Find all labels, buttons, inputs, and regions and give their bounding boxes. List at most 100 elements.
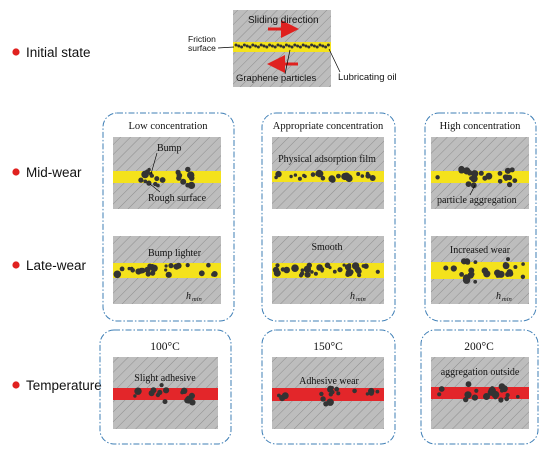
lubricant-film xyxy=(431,387,529,399)
hmin-appropriate-label: h min xyxy=(350,291,366,303)
hmin-high-label: h min xyxy=(496,291,512,303)
particle xyxy=(470,182,477,189)
particle xyxy=(505,393,510,398)
particle xyxy=(280,267,286,272)
graphene-particle xyxy=(293,43,297,47)
particle xyxy=(347,263,352,268)
low-concentration-frame xyxy=(102,112,235,322)
particle xyxy=(313,271,318,276)
graphene-particle xyxy=(237,44,241,48)
particle xyxy=(337,267,343,273)
particle xyxy=(352,388,357,394)
particle xyxy=(500,388,504,393)
particle xyxy=(464,391,472,399)
particle xyxy=(289,174,293,179)
svg-text:min: min xyxy=(356,296,366,303)
particle xyxy=(467,272,474,279)
particle xyxy=(300,268,305,273)
particle xyxy=(154,176,160,182)
particle xyxy=(450,265,457,272)
particle xyxy=(165,271,172,278)
graphene-particle xyxy=(276,43,280,47)
mid-low-panel xyxy=(113,137,221,209)
stage-late-label: Late-wear xyxy=(26,258,87,273)
temp-150-panel xyxy=(272,357,384,429)
particle xyxy=(316,170,324,178)
particle xyxy=(298,273,304,278)
bullet-icon xyxy=(12,48,20,56)
pointer-line xyxy=(150,152,158,175)
particle xyxy=(491,390,500,399)
svg-text:min: min xyxy=(502,296,512,303)
svg-text:h: h xyxy=(186,291,191,302)
bullet-icon xyxy=(12,381,20,389)
graphene-particle xyxy=(287,44,291,48)
pointer-line xyxy=(328,48,341,73)
particle xyxy=(320,396,326,402)
particle xyxy=(324,262,331,269)
particle xyxy=(304,271,311,278)
particle xyxy=(143,179,148,184)
stage-temperature-label: Temperature xyxy=(26,378,102,393)
graphene-particle xyxy=(298,45,302,49)
particle xyxy=(336,391,341,396)
particle xyxy=(521,262,525,266)
aggregation-outside-label: aggregation outside xyxy=(441,367,520,378)
late-low-panel xyxy=(113,236,221,304)
particle xyxy=(138,177,144,183)
particle xyxy=(355,268,362,275)
particle xyxy=(465,381,472,388)
particle xyxy=(509,167,515,173)
particle xyxy=(468,267,475,274)
particle xyxy=(274,175,278,180)
particle xyxy=(481,267,489,275)
graphene-particle xyxy=(251,43,255,47)
particle xyxy=(368,390,374,396)
particle xyxy=(365,173,371,179)
graphene-particle xyxy=(290,45,294,49)
particle xyxy=(465,181,472,188)
mid-high-panel xyxy=(431,137,529,209)
temp-100-panel xyxy=(113,357,218,429)
particle xyxy=(145,271,151,277)
particle xyxy=(483,393,490,400)
particle xyxy=(310,172,316,177)
particle xyxy=(134,387,142,395)
particle xyxy=(127,266,131,271)
graphene-label: Graphene particles xyxy=(236,73,317,84)
graphene-particle xyxy=(284,43,288,47)
appropriate-concentration-label: Appropriate concentration xyxy=(273,121,384,132)
rough-surface-label: Rough surface xyxy=(148,193,207,204)
particle xyxy=(150,270,156,276)
particle xyxy=(356,172,361,176)
graphene-particle xyxy=(318,43,322,47)
particle xyxy=(283,266,291,274)
group-frames xyxy=(99,112,539,445)
graphene-particle xyxy=(259,43,263,47)
particle xyxy=(473,260,478,264)
particle xyxy=(360,174,365,178)
particle xyxy=(336,173,341,179)
particle xyxy=(297,176,302,181)
adhesive-wear-label: Adhesive wear xyxy=(299,376,359,387)
particle xyxy=(332,269,337,274)
surface-label: surface xyxy=(188,43,216,53)
particle xyxy=(326,398,334,406)
svg-text:h: h xyxy=(496,291,501,302)
hmin-low-label: h min xyxy=(186,291,202,303)
stage-labels: Initial state Mid-wear Late-wear Tempera… xyxy=(12,45,102,393)
svg-text:min: min xyxy=(192,296,202,303)
graphene-particle xyxy=(304,44,308,48)
particle xyxy=(168,263,174,269)
particle xyxy=(361,264,366,268)
particle xyxy=(485,172,493,180)
temp-100-frame xyxy=(99,329,232,445)
pointer-line xyxy=(284,49,291,75)
particle xyxy=(320,267,325,272)
particle xyxy=(334,386,340,392)
bump-label: Bump xyxy=(157,143,181,154)
particle xyxy=(357,273,362,278)
particle xyxy=(375,389,380,394)
increased-wear-label: Increased wear xyxy=(450,245,511,256)
particle xyxy=(119,266,125,272)
